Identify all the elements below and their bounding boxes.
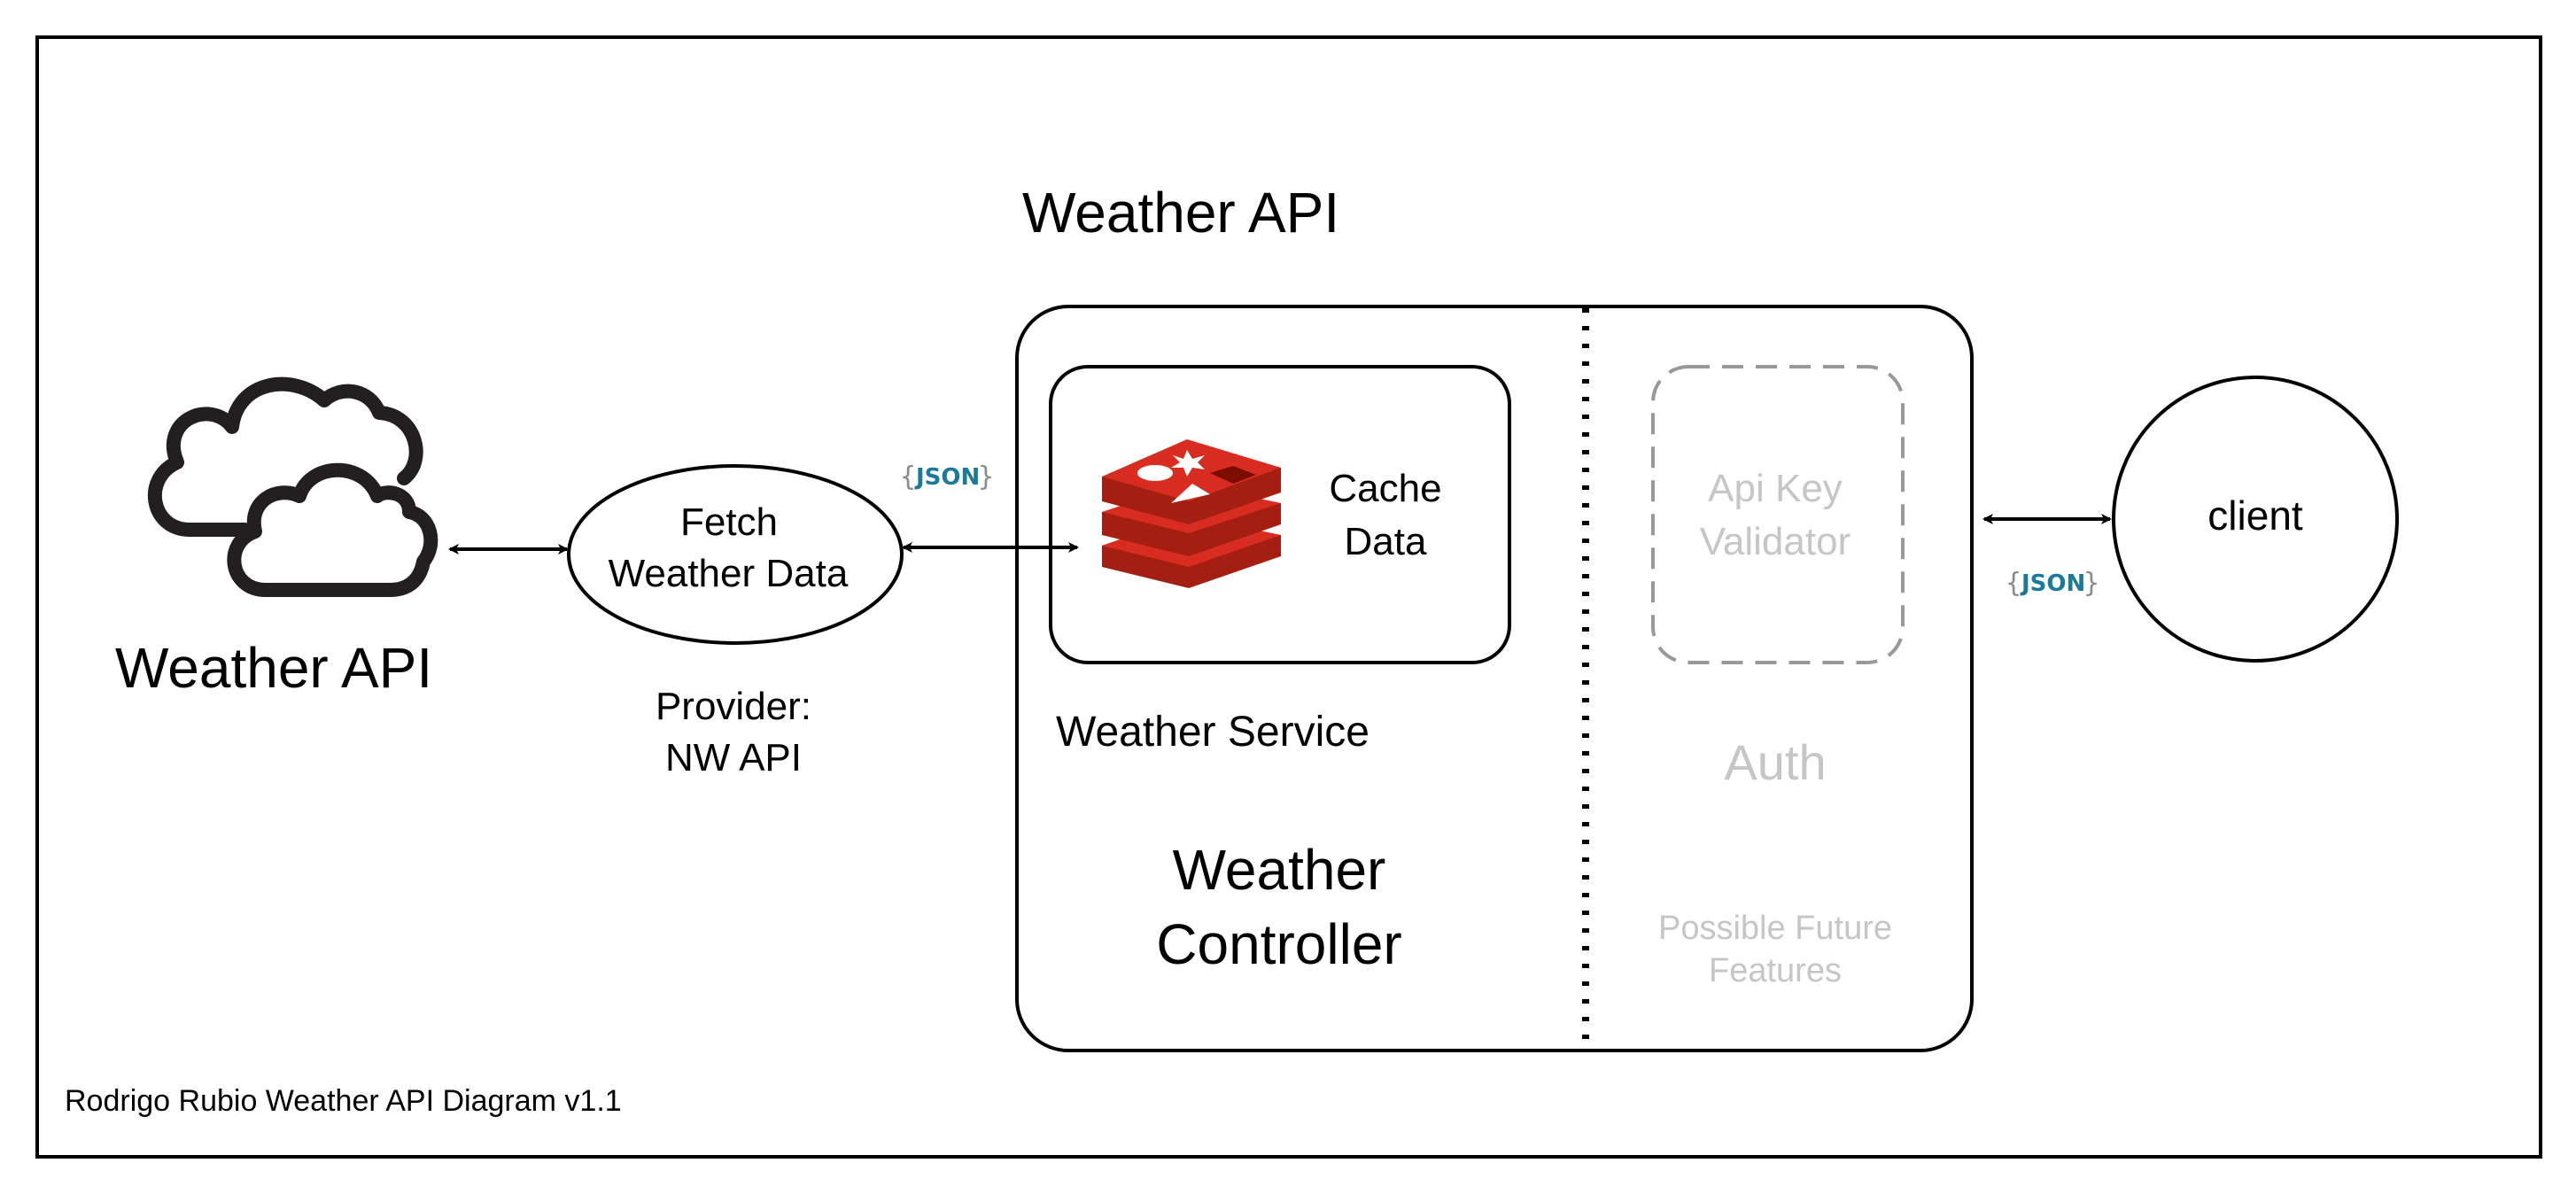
provider-label-line1: Provider: — [656, 685, 811, 728]
redis-glyph-star — [1171, 450, 1205, 477]
cloud-icon — [147, 376, 438, 597]
external-api-label: Weather API — [115, 636, 432, 700]
json-brace-close-client: } — [2083, 568, 2099, 599]
weather-service-box — [1049, 365, 1511, 664]
footer-caption: Rodrigo Rubio Weather API Diagram v1.1 — [65, 1084, 622, 1118]
client-label: client — [2207, 492, 2303, 539]
provider-label-line2: NW API — [665, 736, 802, 779]
validator-label-line1: Api Key — [1708, 467, 1843, 510]
json-badge-client: { JSON } — [2006, 568, 2099, 599]
redis-layer-top-top — [1102, 439, 1281, 501]
future-features-line2: Features — [1709, 952, 1842, 989]
json-brace-close: } — [978, 461, 994, 492]
fetch-weather-node — [567, 464, 904, 645]
weather-api-title: Weather API — [1022, 181, 1339, 244]
validator-label-line2: Validator — [1700, 520, 1851, 563]
weather-api-container — [1015, 305, 1974, 1052]
api-key-validator-box — [1651, 365, 1905, 664]
json-badge-word: JSON — [914, 464, 980, 491]
controller-label-line1: Weather — [1173, 838, 1386, 902]
json-brace-open: { — [900, 461, 916, 492]
cloud-back-icon — [147, 376, 423, 537]
future-features-line1: Possible Future — [1658, 910, 1892, 947]
auth-label: Auth — [1724, 734, 1826, 790]
cache-label-line2: Data — [1345, 520, 1427, 563]
client-node — [2112, 376, 2399, 663]
cloud-front-icon — [227, 462, 438, 597]
json-badge-word-client: JSON — [2020, 570, 2085, 597]
outer-frame — [35, 35, 2542, 1159]
redis-glyph-diamond — [1210, 466, 1256, 484]
json-badge-service: { JSON } — [900, 461, 994, 492]
redis-icon — [1102, 439, 1281, 588]
weather-service-label: Weather Service — [1056, 709, 1369, 756]
json-brace-open-client: { — [2006, 568, 2021, 599]
fetch-label-line2: Weather Data — [609, 552, 849, 595]
controller-label-line2: Controller — [1156, 912, 1401, 976]
cache-label-line1: Cache — [1329, 467, 1441, 510]
fetch-label-line1: Fetch — [680, 500, 778, 544]
redis-glyph-triangle — [1171, 484, 1210, 503]
redis-glyph-circle — [1137, 465, 1173, 481]
